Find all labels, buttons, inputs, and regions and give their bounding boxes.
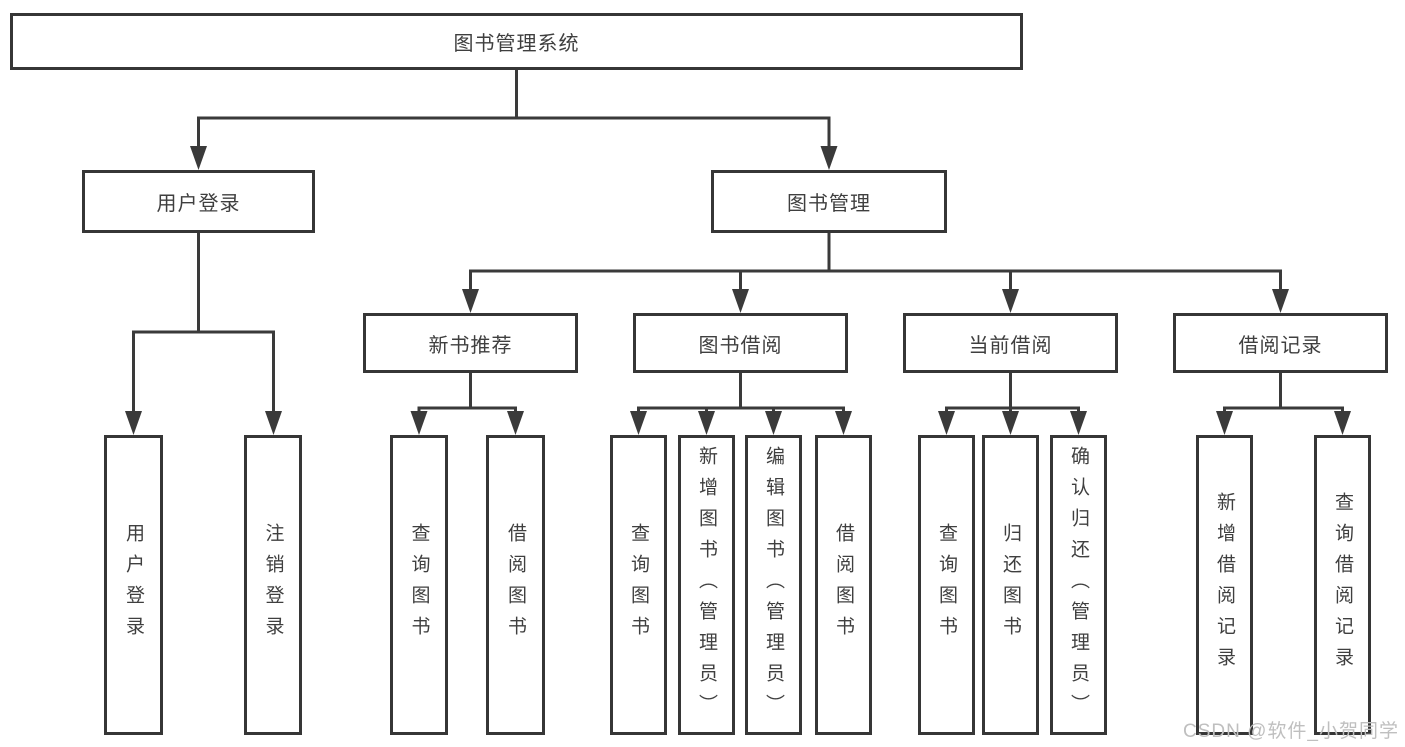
- leaf-borrow-books: 借阅图书: [815, 435, 872, 735]
- arrow-down-icon: [630, 411, 647, 435]
- node-label: 借阅记录: [1238, 334, 1323, 357]
- leaf-query-books-borrow: 查询图书: [610, 435, 667, 735]
- node-label: 图书管理: [787, 193, 871, 215]
- leaf-return-book: 归还图书: [982, 435, 1039, 735]
- node-root-library-system: 图书管理系统: [10, 13, 1023, 70]
- node-book-borrowing: 图书借阅: [633, 313, 848, 373]
- leaf-query-borrow-record: 查询借阅记录: [1314, 435, 1371, 735]
- node-label: 图书借阅: [698, 334, 783, 357]
- node-label: 图书管理系统: [453, 33, 580, 55]
- arrow-down-icon: [765, 411, 782, 435]
- node-label: 借阅图书: [833, 523, 854, 647]
- arrow-down-icon: [410, 411, 428, 435]
- leaf-add-book-admin: 新增图书（管理员）: [678, 435, 735, 735]
- arrow-down-icon: [1334, 411, 1351, 435]
- node-book-management: 图书管理: [711, 170, 947, 233]
- arrow-down-icon: [820, 146, 838, 170]
- node-current-borrowing: 当前借阅: [903, 313, 1118, 373]
- arrow-down-icon: [1002, 411, 1019, 435]
- arrow-down-icon: [125, 411, 142, 435]
- node-label: 注销登录: [262, 523, 284, 647]
- leaf-query-books-current: 查询图书: [918, 435, 975, 735]
- node-label: 编辑图书（管理员）: [763, 445, 784, 725]
- arrow-down-icon: [1272, 289, 1289, 313]
- arrow-down-icon: [190, 146, 207, 170]
- arrow-down-icon: [462, 289, 479, 313]
- node-label: 查询图书: [936, 523, 957, 647]
- leaf-user-login: 用户登录: [104, 435, 163, 735]
- arrow-down-icon: [1070, 411, 1087, 435]
- node-borrowing-records: 借阅记录: [1173, 313, 1388, 373]
- arrow-down-icon: [938, 411, 955, 435]
- arrow-down-icon: [835, 411, 852, 435]
- arrow-down-icon: [265, 411, 282, 435]
- arrow-down-icon: [698, 411, 715, 435]
- node-label: 用户登录: [123, 523, 144, 647]
- leaf-borrow-books-recommend: 借阅图书: [486, 435, 545, 735]
- node-user-login: 用户登录: [82, 170, 315, 233]
- arrow-down-icon: [507, 411, 524, 435]
- csdn-watermark: CSDN @软件_小贺同学: [1183, 721, 1399, 742]
- node-new-book-recommendation: 新书推荐: [363, 313, 578, 373]
- node-label: 新增图书（管理员）: [696, 445, 717, 725]
- leaf-logout: 注销登录: [244, 435, 302, 735]
- leaf-add-borrow-record: 新增借阅记录: [1196, 435, 1253, 735]
- node-label: 查询借阅记录: [1332, 492, 1353, 678]
- arrow-down-icon: [1002, 289, 1019, 313]
- node-label: 借阅图书: [505, 523, 526, 647]
- arrowheads: [125, 146, 1351, 435]
- node-label: 新书推荐: [428, 334, 513, 357]
- arrow-down-icon: [1216, 411, 1233, 435]
- node-label: 当前借阅: [968, 334, 1053, 357]
- node-label: 查询图书: [628, 523, 649, 647]
- leaf-confirm-return-admin: 确认归还（管理员）: [1050, 435, 1107, 735]
- node-label: 用户登录: [156, 193, 241, 215]
- node-label: 查询图书: [408, 523, 430, 647]
- node-label: 归还图书: [1000, 523, 1021, 647]
- arrow-down-icon: [732, 289, 749, 313]
- node-label: 确认归还（管理员）: [1068, 445, 1089, 725]
- leaf-edit-book-admin: 编辑图书（管理员）: [745, 435, 802, 735]
- node-label: 新增借阅记录: [1214, 492, 1235, 678]
- leaf-query-books-recommend: 查询图书: [390, 435, 448, 735]
